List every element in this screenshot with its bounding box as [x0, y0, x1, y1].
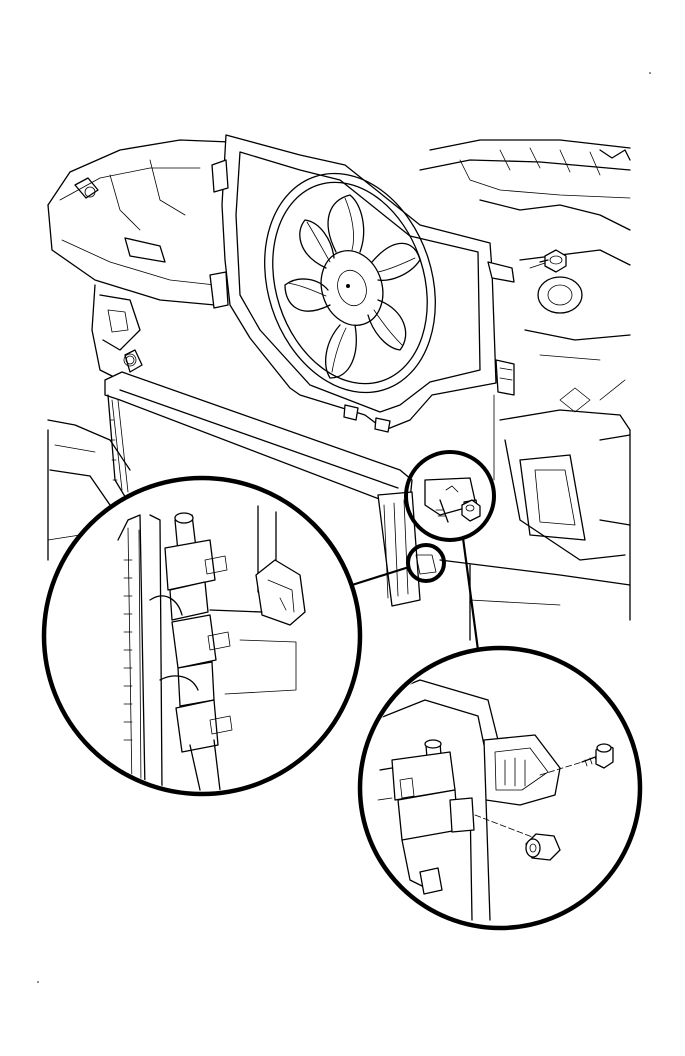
leader-line-right: [461, 536, 480, 652]
radiator-core: [104, 349, 421, 607]
stray-mark: [649, 72, 651, 74]
leader-line-left: [350, 565, 411, 587]
fastener-bolt: [539, 249, 614, 769]
stray-mark-2: [37, 981, 39, 983]
detail-callout-upper: [404, 450, 496, 542]
detail-magnifier-left: [41, 475, 363, 797]
detail-callout-lower: [406, 543, 446, 583]
fastener-nut: [461, 499, 561, 861]
detail-magnifier-right: [357, 645, 643, 931]
fan-blades: [284, 194, 421, 379]
